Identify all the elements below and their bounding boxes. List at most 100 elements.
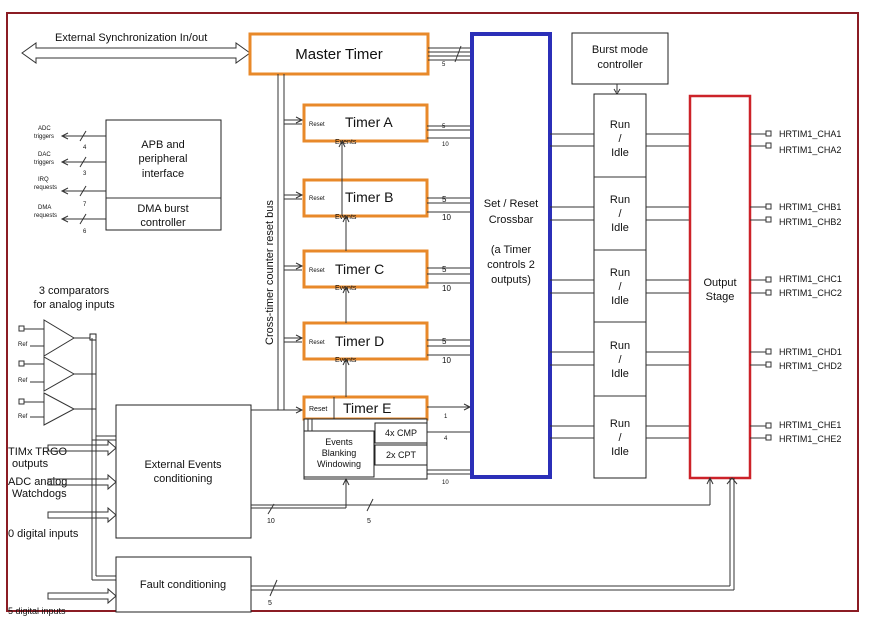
output-stage-block (688, 94, 752, 480)
timer-c-out5: 5 (442, 265, 447, 274)
crossbar-block (470, 32, 552, 479)
svg-text:5: 5 (268, 600, 272, 607)
timer-c: Reset Timer C Events 5 10 (284, 249, 472, 293)
comparators-line2: for analog inputs (33, 299, 115, 311)
run-idle-stack (593, 93, 647, 479)
master-timer-bus: 5 (428, 45, 472, 68)
output-che1: HRTIM1_CHE1 (779, 420, 841, 430)
timer-b-out10: 10 (442, 213, 451, 222)
output-chb1: HRTIM1_CHB1 (779, 202, 841, 212)
apb-line2: peripheral (139, 153, 188, 165)
timer-a: Reset Timer A Events 5 10 (284, 103, 472, 148)
adc-triggers-line2: triggers (34, 134, 54, 140)
ext-events-bus: 10 5 (251, 476, 714, 525)
timer-d-reset: Reset (309, 340, 325, 346)
timer-b-reset: Reset (309, 196, 325, 202)
master-timer-label: Master Timer (295, 46, 383, 63)
crossbar-line1: Set / Reset (484, 198, 538, 210)
timer-e-out10: 10 (442, 480, 449, 486)
svg-text:Ref: Ref (18, 378, 28, 384)
svg-text:Run: Run (610, 340, 630, 352)
timer-event-arrows (307, 139, 350, 431)
svg-text:3: 3 (83, 171, 87, 177)
events-blanking-block (303, 430, 375, 478)
events-blanking-line2: Blanking (322, 448, 357, 458)
ext-events-line1: External Events (144, 459, 222, 471)
burst-to-run-arrow (613, 84, 621, 95)
output-cha2: HRTIM1_CHA2 (779, 145, 841, 155)
output-chd1: HRTIM1_CHD1 (779, 347, 842, 357)
timx-trgo-line2: outputs (12, 458, 49, 470)
output-chb2: HRTIM1_CHB2 (779, 217, 841, 227)
cpt-label: 2x CPT (386, 450, 417, 460)
timer-d-out10: 10 (442, 356, 451, 365)
timer-e-out4: 4 (444, 436, 448, 442)
ext-events-line2: conditioning (154, 473, 213, 485)
output-che2: HRTIM1_CHE2 (779, 434, 841, 444)
irq-requests-line2: requests (34, 185, 57, 191)
dma-requests-line1: DMA (38, 205, 51, 211)
timer-d-label: Timer D (335, 333, 384, 349)
reset-bus: Cross-timer counter reset bus (264, 74, 285, 410)
output-cha1: HRTIM1_CHA1 (779, 129, 841, 139)
run-idle-e: Run / Idle (610, 418, 630, 458)
output-stage-line1: Output (703, 277, 736, 289)
svg-text:Run: Run (610, 418, 630, 430)
fault-bus: 5 (251, 477, 738, 607)
dma-burst-line1: DMA burst (137, 203, 188, 215)
burst-mode-line2: controller (597, 59, 643, 71)
svg-text:/: / (618, 432, 622, 444)
crossbar-line2: Crossbar (489, 214, 534, 226)
run-idle-c: Run / Idle (610, 267, 630, 307)
apb-line3: interface (142, 168, 184, 180)
reset-bus-label: Cross-timer counter reset bus (264, 200, 276, 345)
fault-label: Fault conditioning (140, 579, 226, 591)
fault-conditioning-block (115, 556, 252, 613)
svg-text:/: / (618, 208, 622, 220)
apb-line1: APB and (141, 139, 184, 151)
apb-interface-block (105, 119, 222, 231)
fault-input-arrow (47, 587, 117, 605)
timer-b-label: Timer B (345, 189, 393, 205)
timer-e: Reset Timer E 1 4 10 (278, 395, 472, 486)
run-idle-a: Run / Idle (610, 119, 630, 159)
timer-a-out10: 10 (442, 142, 449, 148)
svg-text:/: / (618, 281, 622, 293)
timer-a-reset: Reset (309, 122, 325, 128)
external-sync-arrow: External Synchronization In/out (21, 32, 251, 64)
cmp-label: 4x CMP (385, 428, 417, 438)
burst-mode-line1: Burst mode (592, 44, 648, 56)
crossbar-line4: controls 2 (487, 259, 535, 271)
irq-requests-line1: IRQ (38, 177, 49, 183)
svg-text:Ref: Ref (18, 414, 28, 420)
svg-text:7: 7 (83, 202, 87, 208)
timer-a-events: Events (335, 139, 357, 146)
svg-text:Ref: Ref (18, 342, 28, 348)
output-chd2: HRTIM1_CHD2 (779, 361, 842, 371)
svg-text:Run: Run (610, 267, 630, 279)
events-blanking-line1: Events (325, 437, 353, 447)
external-events-block (115, 404, 252, 539)
dac-triggers-line2: triggers (34, 160, 54, 166)
adc-triggers-line1: ADC (38, 126, 51, 132)
svg-text:4: 4 (83, 145, 87, 151)
timer-e-out1: 1 (444, 414, 448, 420)
crossbar-line5: outputs) (491, 274, 531, 286)
timer-d-out5: 5 (442, 337, 447, 346)
dma-burst-line2: controller (140, 217, 186, 229)
master-out-count: 5 (442, 62, 446, 68)
comparator-symbols: Ref Ref Ref (18, 319, 116, 581)
timer-c-out10: 10 (442, 284, 451, 293)
svg-text:Idle: Idle (611, 368, 629, 380)
output-pins: HRTIM1_CHA1 HRTIM1_CHA2 HRTIM1_CHB1 HRTI… (750, 129, 842, 444)
timer-a-out5: 5 (442, 124, 446, 130)
timer-b: Reset Timer B Events 5 10 (284, 178, 472, 222)
events-blanking-line3: Windowing (317, 459, 361, 469)
burst-mode-controller-block (571, 32, 669, 85)
timx-trgo-line1: TIMx TRGO (8, 446, 68, 458)
fault-input-label: 5 digital inputs (8, 606, 66, 616)
cpt-block (374, 444, 428, 466)
output-chc1: HRTIM1_CHC1 (779, 274, 842, 284)
svg-text:Run: Run (610, 194, 630, 206)
